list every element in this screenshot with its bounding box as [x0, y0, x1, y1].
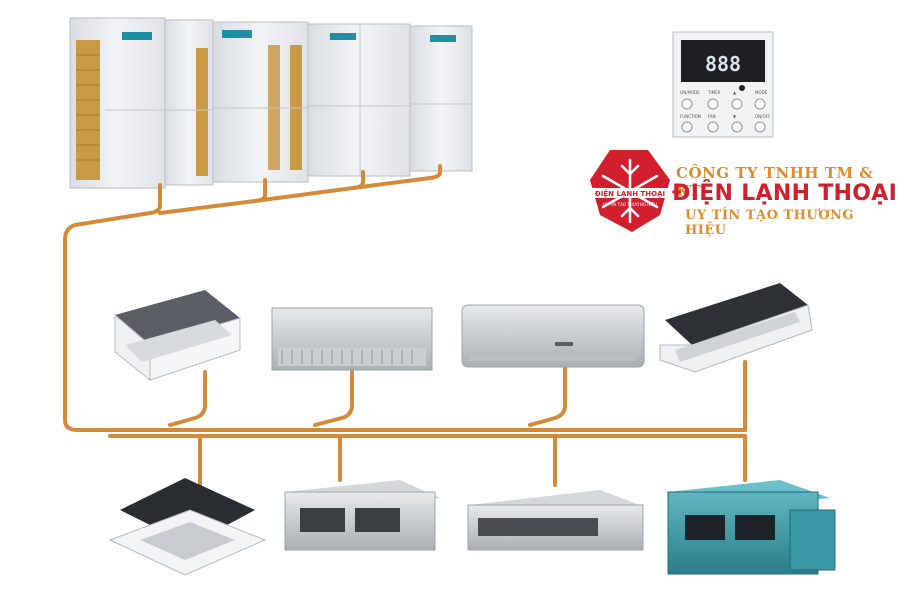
controller-button-label: ▼: [733, 114, 737, 119]
four-way-cassette-unit: [108, 478, 267, 576]
logo-text: ĐIỆN LẠNH THOẠI: [595, 189, 665, 198]
outdoor-unit-4: [307, 23, 411, 177]
outdoor-units: [69, 17, 473, 189]
controller-button-label: FAN: [708, 114, 716, 119]
ducted-unit-silver-2: [467, 490, 644, 551]
ducted-unit-teal: [667, 480, 836, 575]
company-slogan: UY TÍN TẠO THƯƠNG HIỆU: [685, 208, 855, 238]
ducted-unit-silver-1: [284, 480, 440, 551]
controller-button-label: ON/OFF: [755, 114, 771, 119]
company-name: ĐIỆN LẠNH THOẠI: [672, 181, 898, 206]
logo-subtext: UY TÍN TẠO THƯƠNG HIỆU: [603, 202, 657, 207]
one-way-cassette-unit: [659, 283, 813, 373]
outdoor-unit-5: [409, 25, 473, 172]
wired-remote-controller: 888 ON/MODE TIMER ▲ MODE FUNCTION FAN ▼ …: [672, 31, 774, 138]
controller-button-label: MODE: [755, 90, 768, 95]
controller-button-label: TIMER: [707, 90, 721, 95]
company-type: CÔNG TY TNHH TM & KT: [676, 164, 874, 200]
ceiling-floor-unit: [271, 307, 433, 371]
outdoor-unit-1: [69, 17, 166, 189]
controller-display: 888: [705, 52, 741, 76]
company-logo: ĐIỆN LẠNH THOẠI UY TÍN TẠO THƯƠNG HIỆU: [590, 150, 670, 232]
wall-mounted-unit: [461, 304, 645, 368]
cassette-unit-1: [114, 290, 241, 382]
controller-button-label: ▲: [733, 90, 737, 95]
refrigerant-pipes: [63, 164, 747, 490]
controller-button-label: FUNCTION: [680, 114, 701, 119]
outdoor-unit-2: [164, 19, 214, 186]
outdoor-unit-3: [212, 21, 309, 183]
controller-button-label: ON/MODE: [680, 90, 700, 95]
